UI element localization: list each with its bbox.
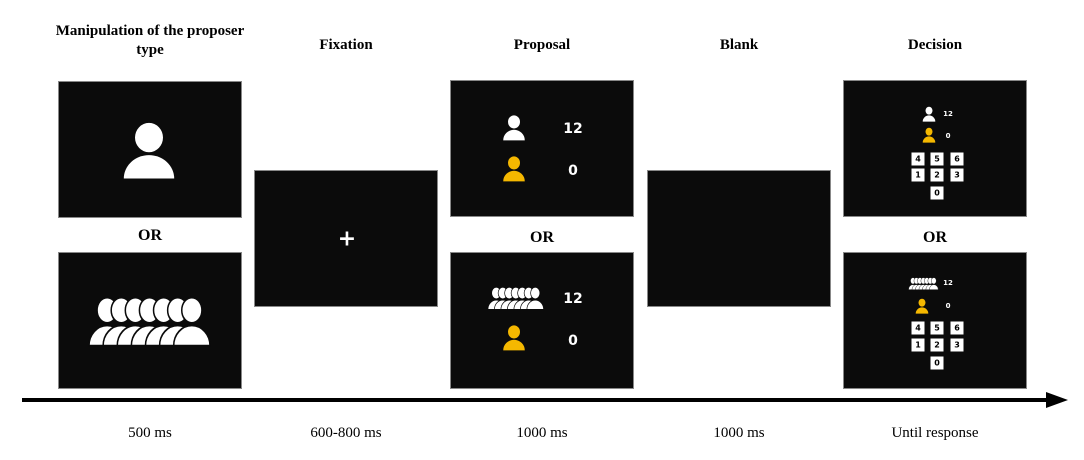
proposer-amount: 12	[943, 110, 953, 118]
stage-title-decision: Decision	[907, 37, 963, 53]
fixation-cross: +	[337, 226, 357, 252]
person-icon	[922, 106, 936, 122]
keypad-key[interactable]: 6	[950, 321, 964, 335]
stage-title-fixation: Fixation	[319, 37, 373, 53]
receiver-person-icon	[922, 127, 936, 143]
group-icon	[87, 295, 213, 347]
stage-title-manipulation: Manipulation of the proposer type	[55, 23, 245, 58]
stage-title-blank: Blank	[719, 37, 759, 53]
time-decision: Until response	[891, 425, 979, 441]
keypad-key[interactable]: 5	[930, 152, 944, 166]
receiver-amount: 0	[568, 163, 578, 179]
keypad-key[interactable]: 6	[950, 152, 964, 166]
stage-title-proposal: Proposal	[513, 37, 571, 53]
group-icon	[487, 286, 545, 310]
individual-proposer-screen	[58, 81, 242, 218]
fixation-screen: +	[254, 170, 438, 307]
or-label: OR	[138, 227, 162, 244]
keypad-key[interactable]: 3	[950, 338, 964, 352]
keypad-key[interactable]: 0	[930, 356, 944, 370]
keypad-key[interactable]: 5	[930, 321, 944, 335]
proposal-individual-screen: 12 0	[450, 80, 634, 217]
timeline-arrow	[22, 392, 1068, 408]
keypad-key[interactable]: 3	[950, 168, 964, 182]
person-icon	[121, 120, 177, 180]
keypad-key[interactable]: 2	[930, 338, 944, 352]
group-icon	[908, 277, 939, 290]
proposer-amount: 12	[943, 279, 953, 287]
proposer-amount: 12	[563, 121, 583, 137]
keypad-key[interactable]: 1	[911, 338, 925, 352]
receiver-amount: 0	[945, 132, 951, 140]
time-fixation: 600-800 ms	[310, 425, 382, 441]
keypad-key[interactable]: 4	[911, 321, 925, 335]
receiver-person-icon	[915, 298, 929, 314]
time-proposal: 1000 ms	[516, 425, 568, 441]
or-label: OR	[923, 229, 947, 246]
receiver-person-icon	[502, 324, 526, 351]
keypad-key[interactable]: 0	[930, 186, 944, 200]
receiver-person-icon	[502, 155, 526, 182]
person-icon	[502, 114, 526, 141]
keypad-key[interactable]: 4	[911, 152, 925, 166]
keypad-key[interactable]: 2	[930, 168, 944, 182]
keypad-key[interactable]: 1	[911, 168, 925, 182]
receiver-amount: 0	[568, 333, 578, 349]
proposer-amount: 12	[563, 291, 583, 307]
receiver-amount: 0	[945, 302, 951, 310]
time-manipulation: 500 ms	[128, 425, 172, 441]
proposal-group-screen: 12 0	[450, 252, 634, 389]
group-proposer-screen	[58, 252, 242, 389]
or-label: OR	[530, 229, 554, 246]
blank-screen	[647, 170, 831, 307]
time-blank: 1000 ms	[713, 425, 765, 441]
